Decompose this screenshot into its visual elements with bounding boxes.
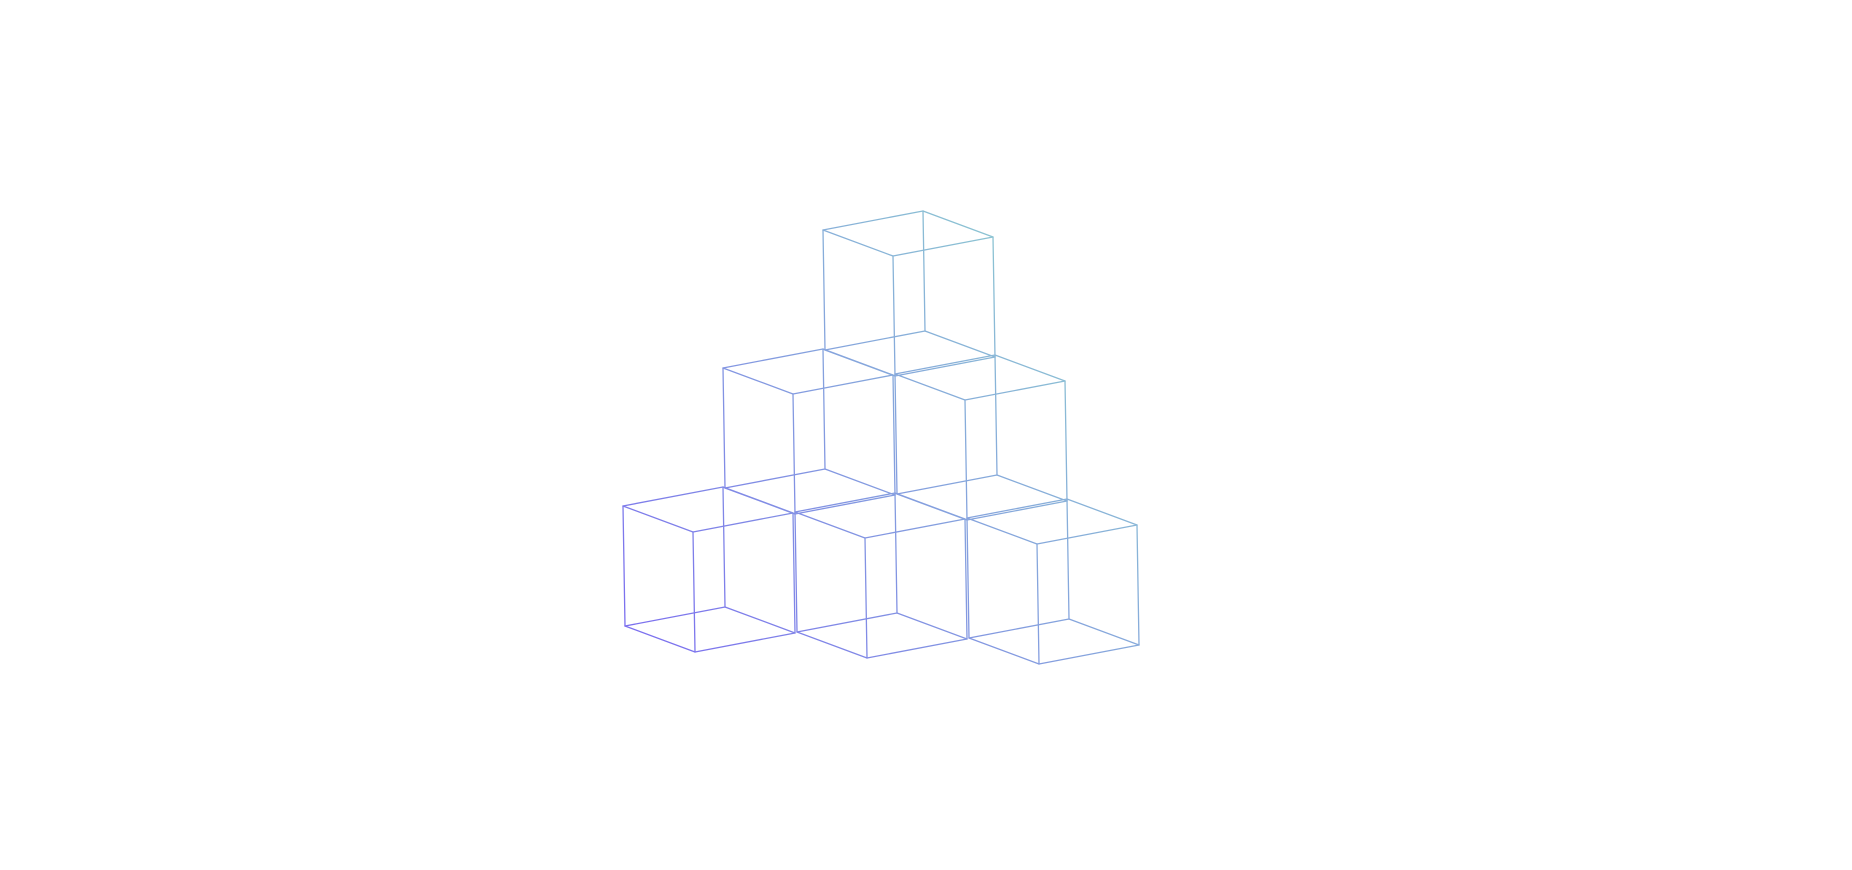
cube-edge (794, 511, 798, 633)
cube-edge (824, 468, 896, 496)
cube-2 (722, 348, 896, 515)
cube-edge (792, 393, 796, 515)
cube-edge (1068, 618, 1140, 646)
cube-edge (894, 492, 966, 520)
cube-edge (864, 518, 966, 539)
cube-edge (792, 512, 796, 634)
cube-edge (894, 354, 996, 375)
cube-edge (894, 492, 898, 614)
cube-edge (864, 537, 868, 659)
cube-edge (694, 632, 796, 653)
cube-edge (896, 474, 998, 495)
cube-edge (966, 500, 1068, 521)
cube-edge (722, 367, 794, 395)
cube-edge (894, 373, 966, 401)
cube-edge (796, 631, 868, 659)
cube-3 (894, 354, 1068, 521)
cube-edge (622, 486, 724, 507)
cube-edge (624, 606, 726, 627)
cube-edge (994, 354, 998, 476)
cube-edge (1038, 644, 1140, 665)
cube-edge (822, 229, 826, 351)
cube-edge (892, 255, 896, 377)
cube-edge (922, 210, 926, 332)
cube-edge (894, 356, 996, 377)
cube-edge (724, 468, 826, 489)
cube-edge (994, 354, 1066, 382)
cube-edge (824, 330, 926, 351)
cube-edge (966, 498, 1068, 519)
cube-1 (822, 210, 996, 377)
cube-edge (922, 210, 994, 238)
cube-edge (794, 494, 896, 515)
cube-edge (968, 618, 1070, 639)
cube-edge (966, 517, 1038, 545)
cube-edge (966, 517, 970, 639)
cube-6 (966, 498, 1140, 665)
cube-edge (822, 348, 894, 376)
cube-edge (722, 367, 726, 489)
cube-edge (722, 348, 824, 369)
cube-5 (794, 492, 968, 659)
cube-edge (822, 348, 826, 470)
cube-edge (968, 637, 1040, 665)
cube-edge (924, 330, 996, 358)
cube-edge (1066, 498, 1070, 620)
cube-wireframe-group (622, 210, 1140, 665)
cube-edge (1064, 380, 1068, 502)
cube-edge (896, 612, 968, 640)
cube-edge (622, 505, 694, 533)
cube-edge (692, 512, 794, 533)
cube-edge (722, 486, 794, 514)
cube-edge (794, 511, 866, 539)
cube-edge (992, 236, 996, 358)
cube-edge (1136, 524, 1140, 646)
cube-edge (622, 505, 626, 627)
cube-edge (1066, 498, 1138, 526)
cube-edge (624, 625, 696, 653)
cube-edge (964, 518, 968, 640)
cube-4 (622, 486, 796, 653)
cube-edge (724, 606, 796, 634)
cube-edge (964, 399, 968, 521)
cube-edge (1036, 524, 1138, 545)
cube-edge (964, 380, 1066, 401)
cube-edge (892, 374, 896, 496)
cube-edge (822, 210, 924, 231)
cube-edge (796, 612, 898, 633)
cube-edge (792, 374, 894, 395)
cube-edge (692, 531, 696, 653)
cube-edge (722, 486, 726, 608)
cube-edge (996, 474, 1068, 502)
cube-edge (1036, 543, 1040, 665)
cube-edge (894, 373, 898, 495)
cube-edge (822, 229, 894, 257)
cube-edge (892, 236, 994, 257)
cube-edge (866, 638, 968, 659)
cube-edge (794, 492, 896, 513)
